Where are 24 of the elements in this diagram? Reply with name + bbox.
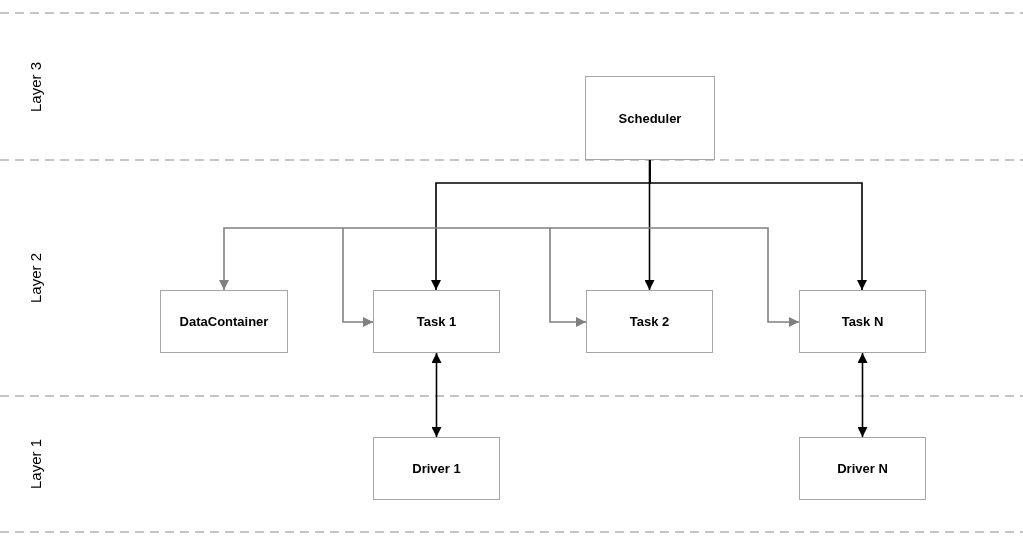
component-box	[799, 290, 926, 353]
component-box	[160, 290, 288, 353]
component-name: Driver N	[837, 461, 888, 476]
arrow	[342, 227, 587, 327]
layer-label: Layer 2	[26, 253, 44, 303]
component-name: Scheduler	[618, 110, 682, 126]
component-name: Task 1	[416, 314, 457, 329]
component-name: Task 2	[629, 314, 670, 329]
arrow	[219, 227, 344, 291]
component-box	[373, 290, 500, 353]
component-box	[373, 437, 500, 500]
layer-label: Layer 1	[26, 439, 44, 489]
arrow	[431, 352, 442, 438]
component-name: Driver 1	[412, 461, 461, 476]
arrow	[857, 352, 868, 438]
layer-label: Layer 3	[26, 62, 44, 112]
component-box	[586, 290, 713, 353]
arrow	[342, 227, 374, 327]
arrow	[649, 159, 867, 291]
arrow	[549, 227, 800, 327]
component-box	[799, 437, 926, 500]
component-name: DataContainer	[179, 314, 269, 329]
component-name: Task N	[841, 314, 884, 329]
component-box	[585, 76, 715, 160]
